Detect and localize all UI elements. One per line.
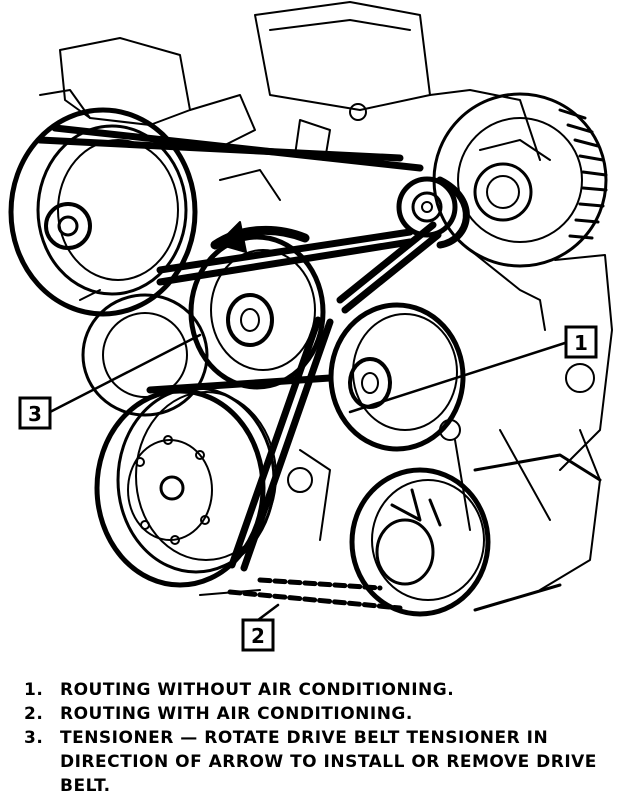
callout-3-number: 3 bbox=[28, 402, 42, 426]
background-pulley bbox=[81, 293, 209, 417]
callout-2: 2 bbox=[241, 618, 275, 652]
ac-belt-routing bbox=[227, 577, 403, 611]
power-steering-pulley bbox=[8, 107, 198, 317]
ac-compressor-pulley bbox=[349, 453, 602, 617]
callout-3: 3 bbox=[18, 396, 52, 430]
tensioner-pulley bbox=[188, 234, 326, 390]
legend-item-number: 1. bbox=[24, 680, 44, 700]
callout-2-number: 2 bbox=[251, 624, 265, 648]
legend-item-number: 2. bbox=[24, 704, 44, 724]
tensioner-direction-arrow bbox=[210, 221, 310, 253]
legend-item-text: TENSIONER — ROTATE DRIVE BELT TENSIONER … bbox=[60, 728, 597, 796]
alternator bbox=[432, 92, 608, 268]
idler-pulley bbox=[396, 176, 458, 238]
legend-item-text: ROUTING WITHOUT AIR CONDITIONING. bbox=[60, 680, 455, 700]
belt-routing-diagram: 1 2 3 bbox=[8, 1, 613, 652]
callout-1-number: 1 bbox=[574, 331, 588, 355]
legend-item: 3. TENSIONER — ROTATE DRIVE BELT TENSION… bbox=[24, 726, 624, 798]
legend-item: 1. ROUTING WITHOUT AIR CONDITIONING. bbox=[24, 678, 624, 702]
legend-item: 2. ROUTING WITH AIR CONDITIONING. bbox=[24, 702, 624, 726]
callout-leader-lines bbox=[48, 333, 570, 622]
legend-item-text: ROUTING WITH AIR CONDITIONING. bbox=[60, 704, 413, 724]
drive-belt bbox=[36, 124, 470, 572]
water-pump-pulley bbox=[328, 302, 466, 452]
legend-list: 1. ROUTING WITHOUT AIR CONDITIONING. 2. … bbox=[24, 678, 624, 798]
callout-1: 1 bbox=[564, 325, 598, 359]
legend-item-number: 3. bbox=[24, 728, 44, 748]
